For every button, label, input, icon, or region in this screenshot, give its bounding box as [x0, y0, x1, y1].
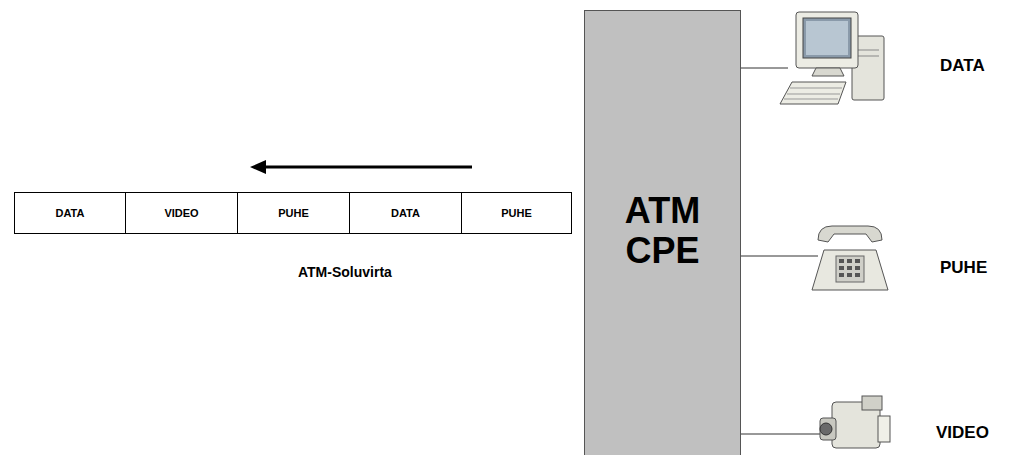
computer-icon — [780, 12, 884, 104]
cell-box: DATA — [14, 192, 126, 234]
flow-arrow — [262, 166, 472, 169]
telephone-icon — [812, 226, 888, 290]
wire — [740, 256, 818, 257]
wire — [740, 68, 788, 69]
device-label: VIDEO — [936, 423, 989, 443]
device-label: DATA — [940, 56, 985, 76]
cell-box: DATA — [349, 192, 462, 234]
cell-box: PUHE — [237, 192, 350, 234]
equipment-box: ATM CPE — [584, 10, 741, 455]
device-label: PUHE — [940, 258, 987, 278]
cell-label: PUHE — [278, 207, 309, 219]
cell-label: DATA — [56, 207, 85, 219]
camcorder-icon — [820, 396, 890, 448]
cell-box: PUHE — [461, 192, 572, 234]
cell-label: VIDEO — [164, 207, 198, 219]
arrow-head — [250, 160, 266, 174]
cell-label: DATA — [391, 207, 420, 219]
wire — [740, 434, 822, 435]
equipment-name: ATM CPE — [613, 191, 713, 271]
cell-box: VIDEO — [125, 192, 238, 234]
stream-caption: ATM-Soluvirta — [298, 264, 392, 280]
cell-label: PUHE — [501, 207, 532, 219]
